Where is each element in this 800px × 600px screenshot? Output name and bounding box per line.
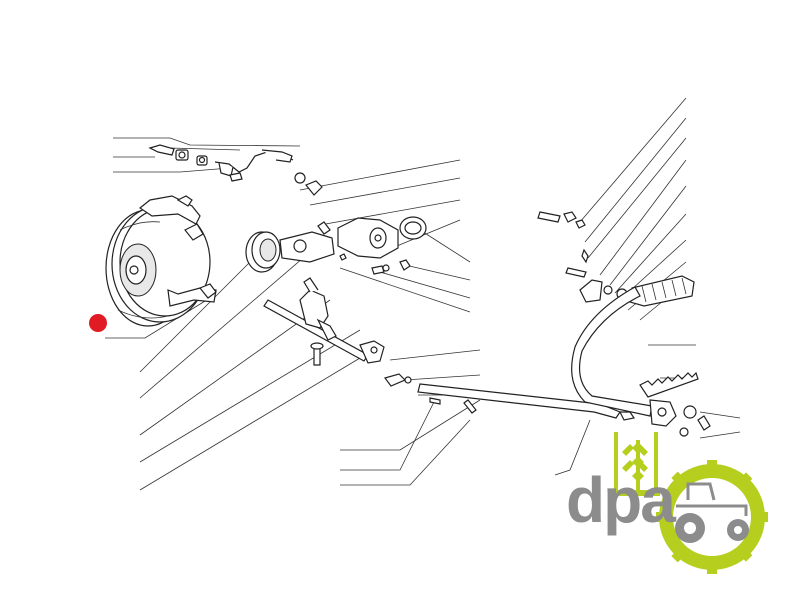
- clutch-assembly: [105, 195, 217, 327]
- clutch-fork-shaft: [263, 277, 385, 366]
- highlight-marker: [89, 314, 107, 332]
- release-bearing-assembly: [245, 216, 427, 275]
- dpa-logo: [612, 432, 768, 574]
- wheat-icon: [612, 432, 660, 496]
- logo-text: dpa: [566, 464, 676, 536]
- clutch-pedal-assembly: [537, 211, 711, 437]
- linkage-rod: [383, 373, 635, 421]
- leader-lines: [105, 97, 741, 491]
- tractor-icon: [656, 460, 768, 574]
- hydraulic-pipe-assembly: [148, 144, 323, 196]
